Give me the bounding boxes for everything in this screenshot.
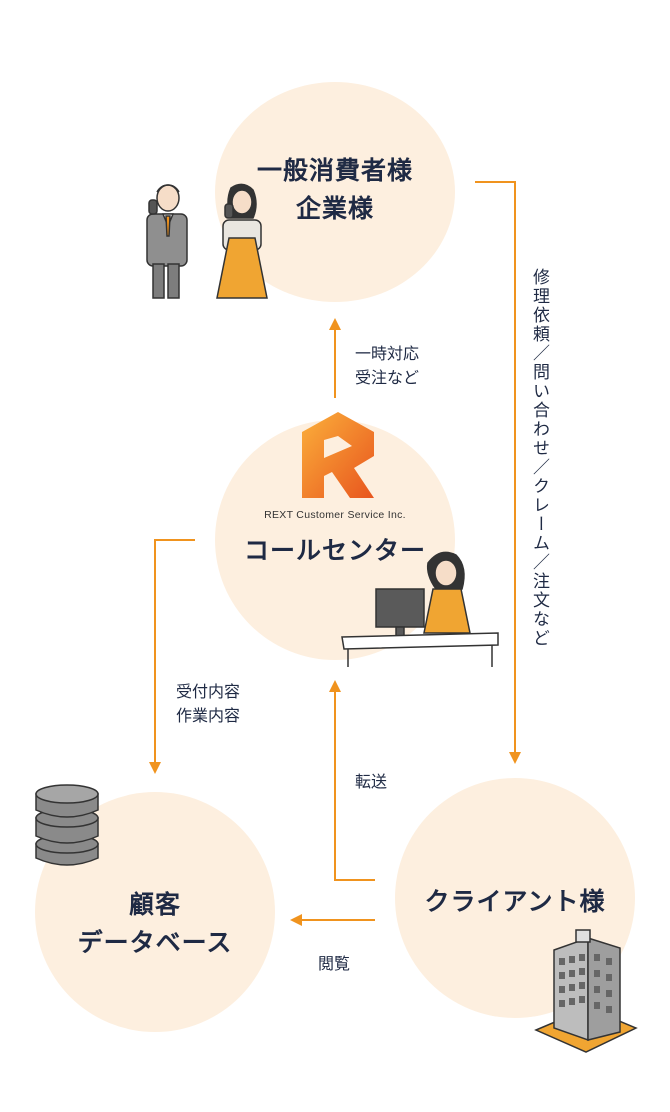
edge-to-consumers-line2: 受注など (355, 368, 420, 387)
database-label: 顧客 データベース (35, 886, 275, 962)
consumers-line1: 一般消費者様 (256, 156, 413, 185)
arrow-client-to-callcenter (334, 690, 375, 881)
arrow-consumers-to-client (475, 181, 516, 752)
operator-at-desk-icon (341, 551, 499, 667)
database-line2: データベース (77, 928, 233, 957)
arrowhead-client (509, 752, 521, 764)
edge-label-to-consumers: 一時対応 受注など (355, 342, 419, 390)
edge-label-transfer: 転送 (355, 772, 388, 791)
arrowhead-database-left (290, 914, 302, 926)
edge-label-to-database: 受付内容 作業内容 (176, 680, 240, 728)
edge-label-to-client: 修理依頼／問い合わせ／クレーム／注文など (529, 268, 549, 648)
database-line1: 顧客 (128, 890, 181, 919)
edge-to-database-line2: 作業内容 (176, 706, 241, 725)
rext-logo-icon (302, 412, 374, 498)
rext-brand-text: REXT Customer Service Inc. (264, 509, 406, 521)
client-title: クライアント様 (424, 887, 606, 916)
arrow-callcenter-to-database (154, 539, 195, 762)
database-icon (35, 784, 99, 866)
people-on-phone-icon (146, 183, 268, 299)
consumers-line2: 企業様 (295, 194, 374, 223)
arrowhead-database (149, 762, 161, 774)
office-building-icon (534, 929, 638, 1053)
edge-to-consumers-line1: 一時対応 (355, 344, 420, 363)
edge-label-browse: 閲覧 (318, 954, 351, 973)
arrowhead-callcenter (329, 680, 341, 692)
call-center-title: コールセンター (243, 536, 426, 565)
consumers-label: 一般消費者様 企業様 (215, 152, 455, 228)
edge-to-database-line1: 受付内容 (176, 682, 241, 701)
arrowhead-consumers (329, 318, 341, 330)
